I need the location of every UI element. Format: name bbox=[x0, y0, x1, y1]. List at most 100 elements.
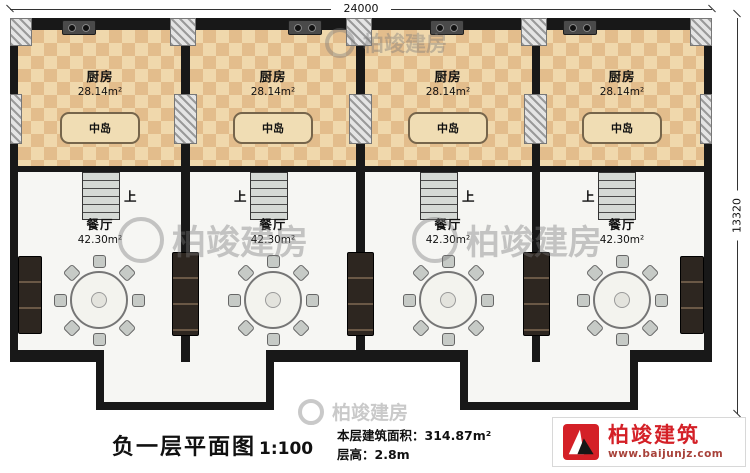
column-hatch bbox=[10, 18, 32, 46]
column-hatch bbox=[174, 94, 197, 144]
notch-wall bbox=[96, 350, 104, 410]
dining-table-icon bbox=[593, 271, 651, 329]
chair-icon bbox=[266, 254, 280, 268]
chair-icon bbox=[266, 332, 280, 346]
floor-area-text: 本层建筑面积：314.87m² bbox=[337, 428, 492, 443]
wall-divider bbox=[532, 18, 540, 362]
dimension-tick bbox=[733, 9, 741, 18]
entry-notch-floor bbox=[468, 350, 630, 402]
dining-label: 餐厅 42.30m² bbox=[388, 214, 508, 246]
island-label: 中岛 bbox=[262, 122, 284, 135]
brand-name: 柏竣建筑 bbox=[608, 423, 700, 448]
chair-icon bbox=[402, 293, 416, 307]
island-label: 中岛 bbox=[89, 122, 111, 135]
column-hatch bbox=[349, 94, 372, 144]
stove-icon bbox=[62, 20, 96, 35]
stove-icon bbox=[563, 20, 597, 35]
kitchen-area: 28.14m² bbox=[599, 86, 645, 98]
sofa-icon bbox=[172, 252, 199, 336]
column-hatch bbox=[690, 18, 712, 46]
kitchen-name: 厨房 bbox=[86, 69, 114, 84]
kitchen-area: 28.14m² bbox=[250, 86, 296, 98]
chair-icon bbox=[92, 254, 106, 268]
column-hatch bbox=[346, 18, 372, 46]
dining-table-icon bbox=[70, 271, 128, 329]
notch-wall bbox=[266, 350, 274, 410]
kitchen-area: 28.14m² bbox=[425, 86, 471, 98]
floor-height-text: 层高：2.8m bbox=[337, 447, 410, 463]
top-dimension-label: 24000 bbox=[331, 2, 391, 15]
kitchen-name: 厨房 bbox=[608, 69, 636, 84]
island-label: 中岛 bbox=[611, 122, 633, 135]
kitchen-island: 中岛 bbox=[233, 112, 313, 144]
column-hatch bbox=[524, 94, 547, 144]
chair-icon bbox=[131, 293, 145, 307]
dining-name: 餐厅 bbox=[259, 217, 287, 232]
chair-icon bbox=[92, 332, 106, 346]
stairs bbox=[250, 172, 288, 220]
kitchen-label: 厨房 28.14m² bbox=[213, 66, 333, 98]
chair-icon bbox=[615, 332, 629, 346]
sofa-icon bbox=[680, 256, 704, 334]
notch-wall bbox=[630, 350, 638, 410]
right-dimension-label: 13320 bbox=[730, 190, 744, 241]
stairs-up-label: 上 bbox=[582, 189, 595, 204]
floor-plan: 厨房 28.14m² 中岛 上 餐厅 42.30m² 厨房 28.14m² 中岛… bbox=[10, 18, 712, 414]
kitchen-label: 厨房 28.14m² bbox=[40, 66, 160, 98]
sofa-icon bbox=[523, 252, 550, 336]
chair-icon bbox=[227, 293, 241, 307]
chair-icon bbox=[53, 293, 67, 307]
chair-icon bbox=[441, 254, 455, 268]
stairs bbox=[420, 172, 458, 220]
dining-name: 餐厅 bbox=[608, 217, 636, 232]
notch-wall bbox=[460, 402, 638, 410]
title-block: 负一层平面图 1:100 bbox=[112, 429, 313, 461]
stairs-up-label: 上 bbox=[462, 189, 475, 204]
dining-table-icon bbox=[419, 271, 477, 329]
kitchen-floor bbox=[190, 30, 356, 166]
dining-name: 餐厅 bbox=[86, 217, 114, 232]
kitchen-name: 厨房 bbox=[259, 69, 287, 84]
kitchen-label: 厨房 28.14m² bbox=[388, 66, 508, 98]
dining-area: 42.30m² bbox=[599, 234, 645, 246]
column-hatch bbox=[10, 94, 22, 144]
chair-icon bbox=[654, 293, 668, 307]
stove-icon bbox=[288, 20, 322, 35]
scale-label: 1:100 bbox=[259, 439, 314, 459]
chair-icon bbox=[480, 293, 494, 307]
kitchen-island: 中岛 bbox=[582, 112, 662, 144]
wall-bottom bbox=[630, 350, 712, 362]
wall-bottom bbox=[10, 350, 104, 362]
stairs bbox=[82, 172, 120, 220]
dining-area: 42.30m² bbox=[250, 234, 296, 246]
chair-icon bbox=[576, 293, 590, 307]
brand-text: 柏竣建筑 www.baijunjz.com bbox=[608, 423, 724, 460]
brand-box: 柏竣建筑 www.baijunjz.com bbox=[552, 417, 746, 467]
wall-kitchen-dining bbox=[18, 166, 704, 172]
dining-name: 餐厅 bbox=[434, 217, 462, 232]
dining-label: 餐厅 42.30m² bbox=[213, 214, 333, 246]
column-hatch bbox=[521, 18, 547, 46]
wall-divider bbox=[181, 18, 190, 362]
wall-right bbox=[704, 18, 712, 362]
chair-icon bbox=[305, 293, 319, 307]
dining-area: 42.30m² bbox=[425, 234, 471, 246]
brand-logo-icon bbox=[563, 424, 599, 460]
wall-divider bbox=[356, 18, 365, 362]
wall-left bbox=[10, 18, 18, 362]
notch-wall bbox=[96, 402, 274, 410]
floor-info: 本层建筑面积：314.87m² 层高：2.8m bbox=[337, 426, 491, 465]
dining-label: 餐厅 42.30m² bbox=[562, 214, 682, 246]
kitchen-area: 28.14m² bbox=[77, 86, 123, 98]
island-label: 中岛 bbox=[437, 122, 459, 135]
sofa-icon bbox=[18, 256, 42, 334]
kitchen-label: 厨房 28.14m² bbox=[562, 66, 682, 98]
chair-icon bbox=[615, 254, 629, 268]
kitchen-floor bbox=[540, 30, 704, 166]
stairs-up-label: 上 bbox=[124, 189, 137, 204]
dining-area: 42.30m² bbox=[77, 234, 123, 246]
kitchen-name: 厨房 bbox=[434, 69, 462, 84]
column-hatch bbox=[700, 94, 712, 144]
brand-website[interactable]: www.baijunjz.com bbox=[608, 447, 724, 460]
